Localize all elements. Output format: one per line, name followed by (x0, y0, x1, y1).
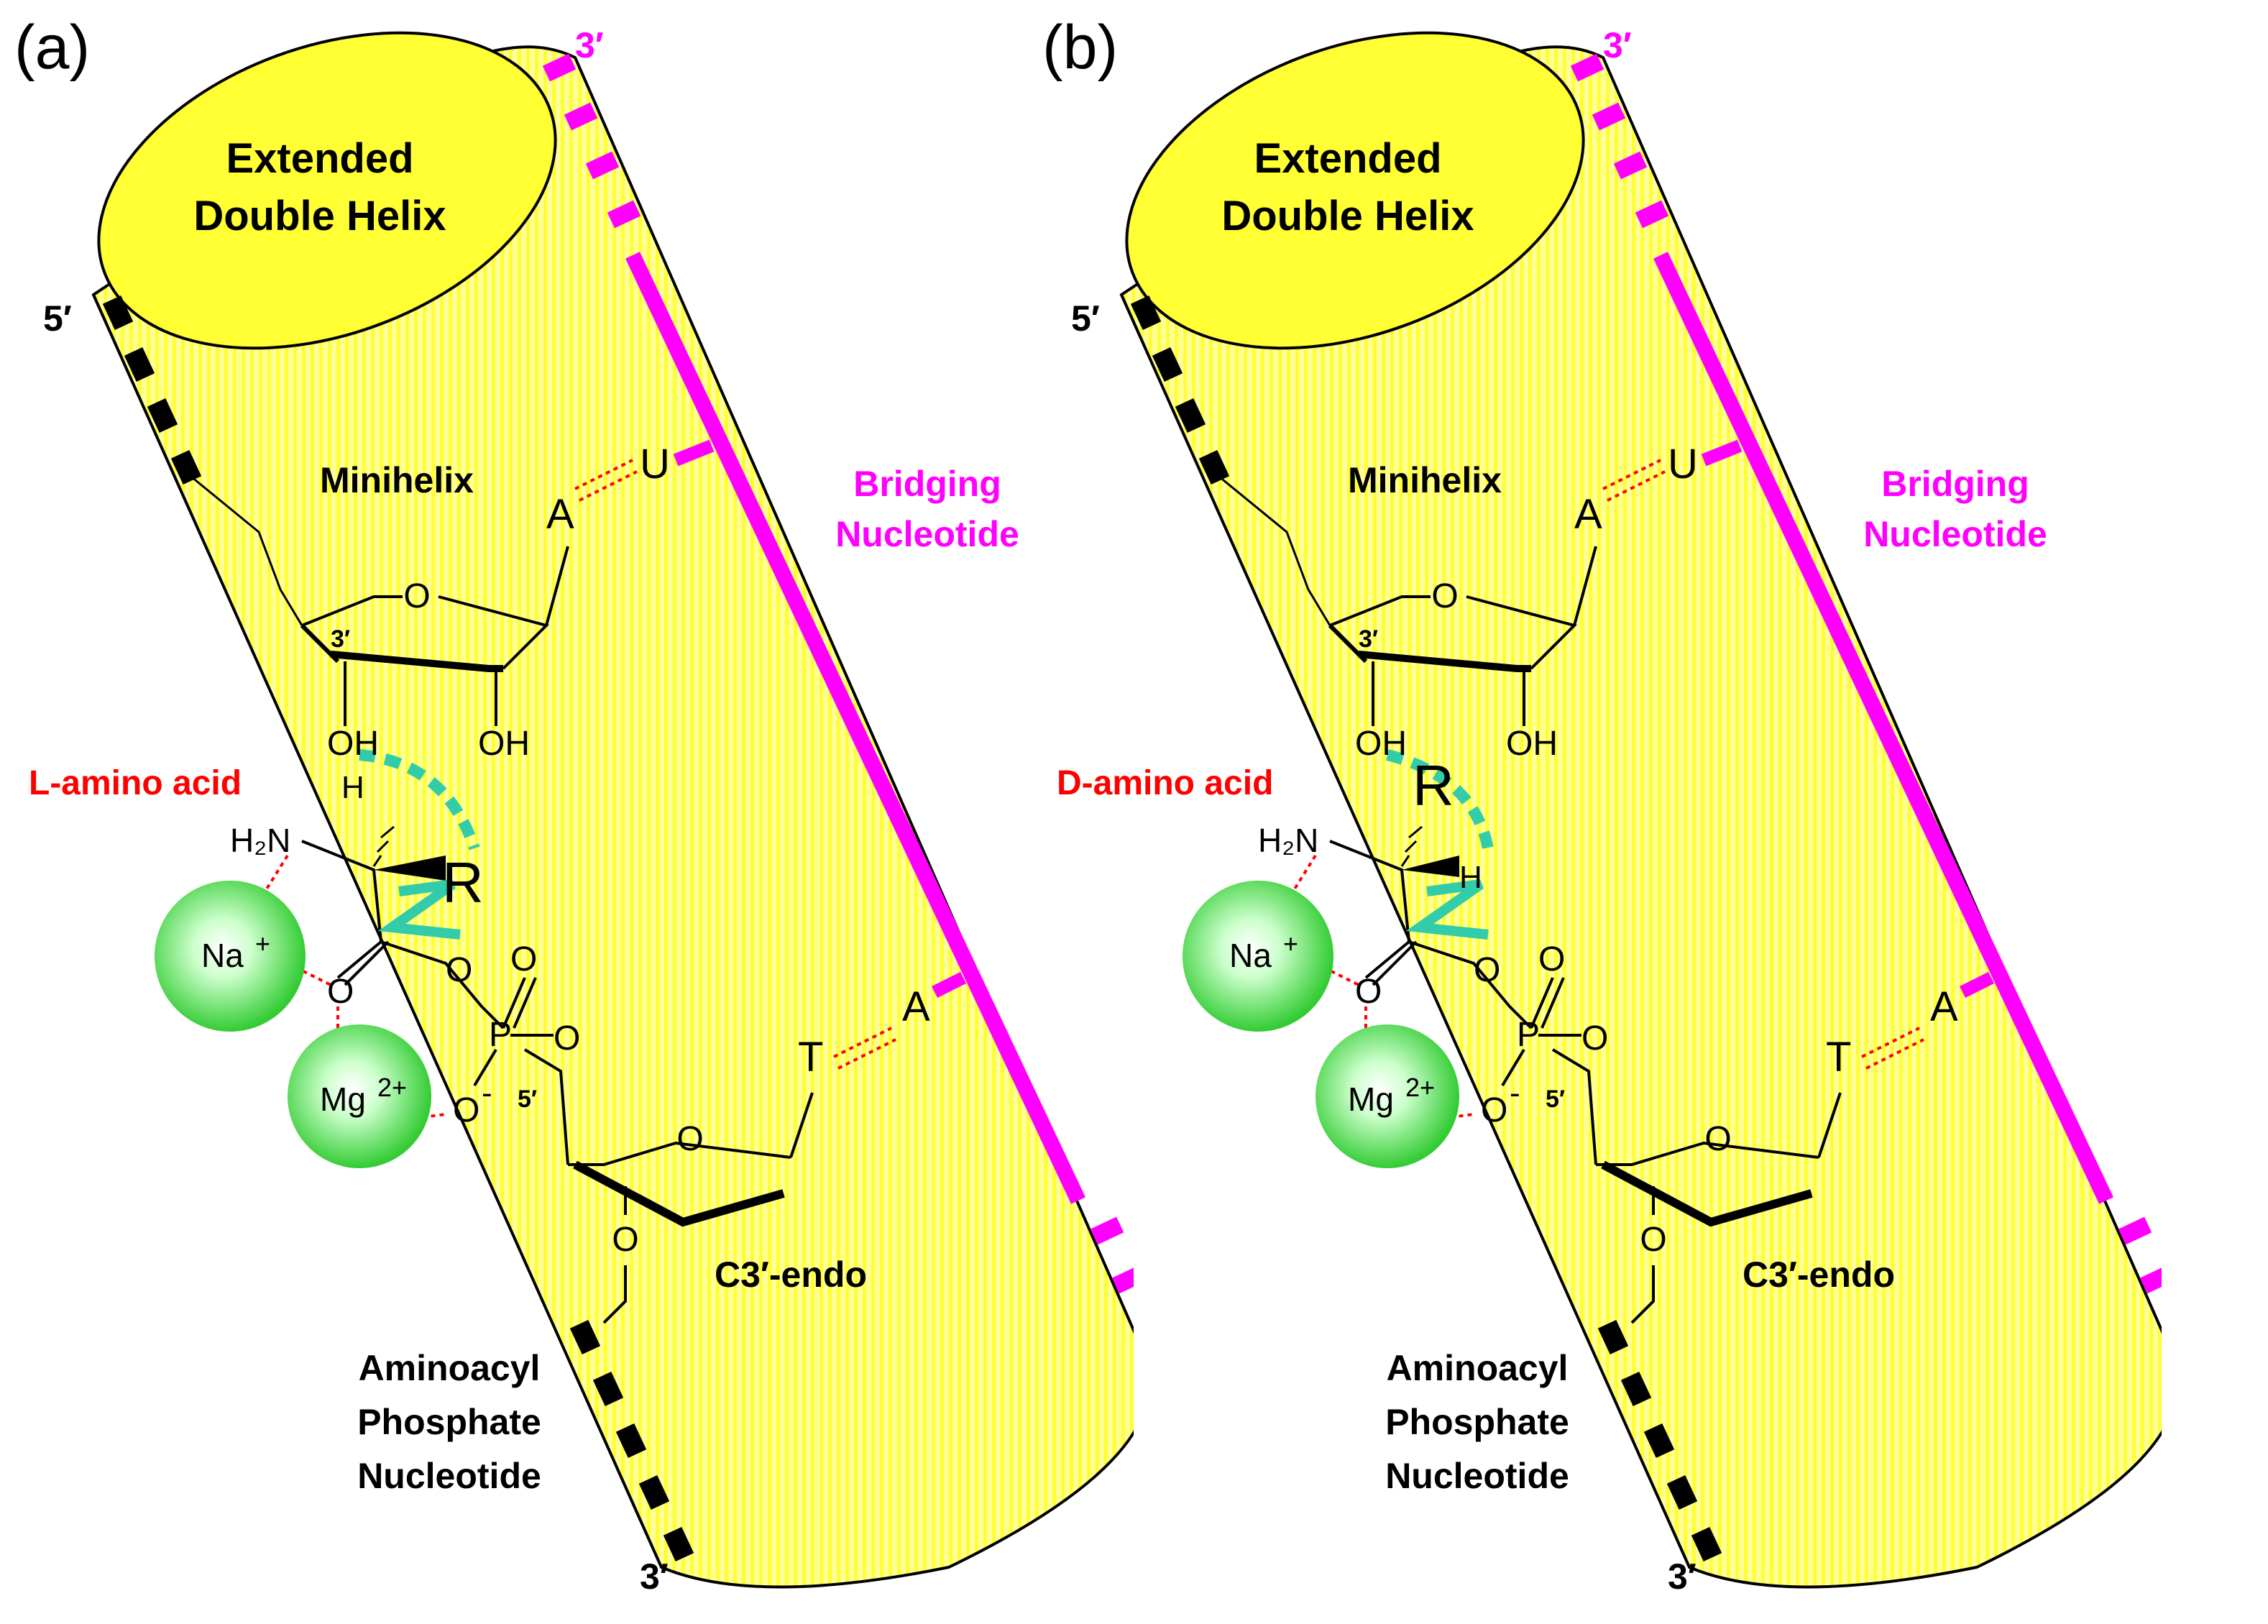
phosphate-label: Phosphate (1385, 1402, 1569, 1442)
na-label: Na (201, 937, 244, 974)
extended-label: Extended (1254, 135, 1441, 182)
panel-tag: (a) (14, 13, 90, 82)
ring-o-top: O (1431, 577, 1458, 615)
three-prime-top: 3′ (575, 25, 604, 65)
aminoacyl-label: Aminoacyl (1387, 1348, 1569, 1388)
bridging-label: Bridging (853, 464, 1001, 504)
top-substituent: R (1413, 753, 1454, 817)
phosphate-o-right: O (554, 1019, 580, 1058)
phosphate-o-top: O (510, 940, 537, 978)
oh-right: OH (1506, 725, 1558, 763)
minihelix-label: Minihelix (320, 460, 474, 500)
three-prime-small: 3′ (331, 625, 350, 653)
base-a-bottom: A (1930, 983, 1958, 1030)
ring-o-3prime: O (612, 1221, 638, 1259)
double-helix-label: Double Helix (193, 193, 446, 239)
base-a-top: A (546, 491, 574, 538)
phosphate-o-minus: O (1481, 1091, 1507, 1129)
phosphate-o-top: O (1538, 940, 1565, 978)
h2n-label: H₂N (1258, 822, 1318, 859)
minus-sign: - (482, 1075, 492, 1111)
ester-o: O (446, 951, 472, 989)
oh-right: OH (478, 725, 530, 763)
base-a-bottom: A (902, 983, 930, 1030)
side-substituent: H (1459, 860, 1482, 895)
ring-o-3prime: O (1640, 1221, 1666, 1259)
minihelix-label: Minihelix (1348, 460, 1502, 500)
bridging-nucleotide-label: Nucleotide (835, 514, 1019, 554)
phosphorus: P (1517, 1016, 1540, 1054)
bridging-label: Bridging (1881, 464, 2029, 504)
nucleotide-label: Nucleotide (357, 1456, 541, 1496)
base-u: U (640, 441, 670, 487)
phosphate-o-right: O (1581, 1019, 1608, 1058)
panel-a: (a) Extended Double Helix 5′ 3′ Miniheli… (0, 0, 1134, 1620)
c3-endo-label: C3′-endo (1743, 1254, 1895, 1295)
c3-endo-label: C3′-endo (715, 1254, 867, 1295)
base-t: T (798, 1034, 823, 1081)
five-prime-left: 5′ (43, 298, 72, 339)
oh-left: OH (327, 725, 379, 763)
oh-left: OH (1355, 725, 1407, 763)
top-substituent: H (341, 770, 364, 805)
bridging-nucleotide-label: Nucleotide (1863, 514, 2047, 554)
panel-b: (b) Extended Double Helix 5′ 3′ Miniheli… (1028, 0, 2162, 1620)
h2n-label: H₂N (230, 822, 290, 859)
base-a-top: A (1574, 491, 1602, 538)
base-u: U (1668, 441, 1698, 487)
minus-sign: - (1510, 1075, 1520, 1111)
three-prime-top: 3′ (1603, 25, 1632, 65)
phosphate-o-minus: O (453, 1091, 479, 1129)
double-helix-label: Double Helix (1221, 193, 1474, 239)
five-prime-small: 5′ (1546, 1086, 1565, 1113)
ring-o-bottom: O (676, 1120, 703, 1158)
mg-label: Mg (1348, 1081, 1394, 1118)
base-t: T (1826, 1034, 1851, 1081)
extended-label: Extended (226, 135, 413, 182)
mg-label: Mg (320, 1081, 366, 1118)
phosphate-label: Phosphate (357, 1402, 541, 1442)
mg-charge: 2+ (377, 1073, 407, 1102)
ester-o: O (1474, 951, 1500, 989)
phosphorus: P (489, 1016, 512, 1054)
na-label: Na (1229, 937, 1272, 974)
five-prime-small: 5′ (518, 1086, 537, 1113)
panel-tag: (b) (1042, 13, 1118, 82)
aminoacyl-label: Aminoacyl (359, 1348, 541, 1388)
three-prime-small: 3′ (1359, 625, 1378, 653)
five-prime-left: 5′ (1071, 298, 1100, 339)
carbonyl-o: O (327, 973, 354, 1011)
three-prime-bottom: 3′ (640, 1556, 669, 1597)
ring-o-top: O (403, 577, 430, 615)
nucleotide-label: Nucleotide (1385, 1456, 1569, 1496)
mg-charge: 2+ (1405, 1073, 1435, 1102)
carbonyl-o: O (1355, 973, 1382, 1011)
side-substituent: R (442, 850, 484, 914)
na-charge: + (255, 929, 270, 958)
three-prime-bottom: 3′ (1668, 1556, 1697, 1597)
amino-acid-label: L-amino acid (29, 764, 242, 802)
amino-acid-label: D-amino acid (1057, 764, 1273, 802)
na-charge: + (1283, 929, 1298, 958)
ring-o-bottom: O (1704, 1120, 1731, 1158)
